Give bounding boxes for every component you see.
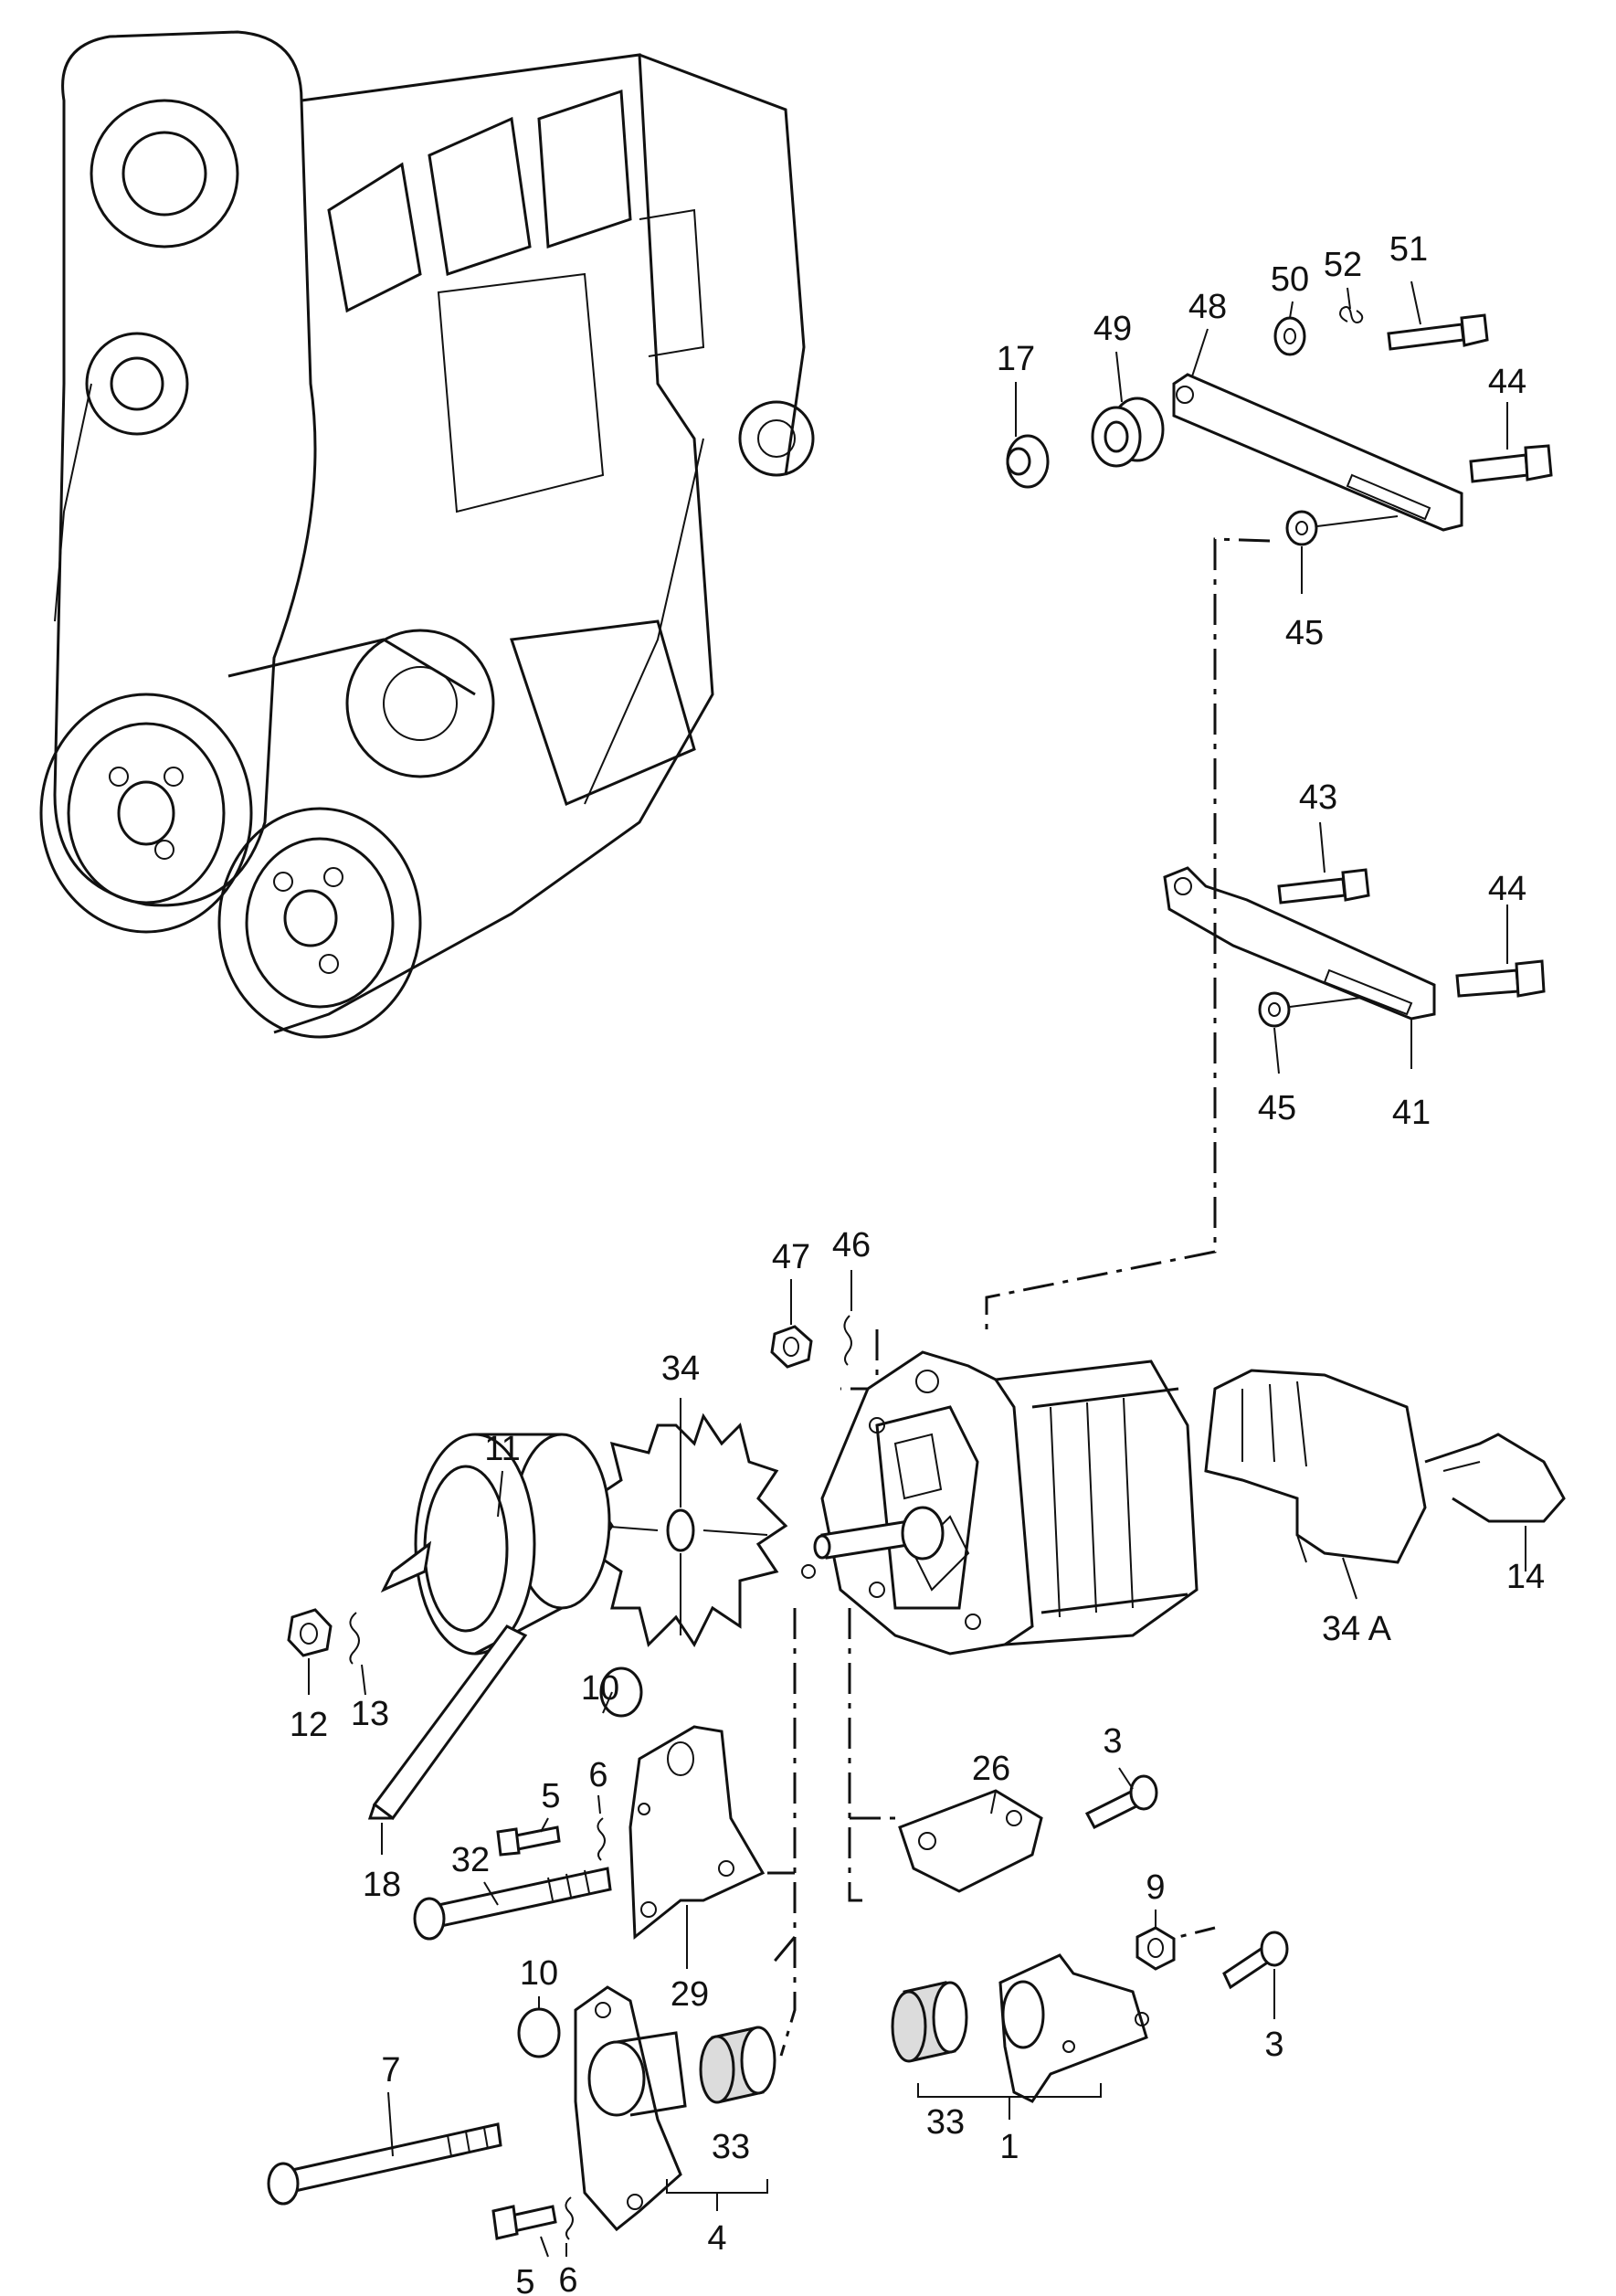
callout-17: 17 xyxy=(997,340,1035,378)
callout-3-upper: 3 xyxy=(1103,1722,1122,1761)
callout-13: 13 xyxy=(351,1695,389,1733)
mounting-bracket-assembly-4 xyxy=(574,1985,776,2232)
callout-5-upper: 5 xyxy=(541,1777,560,1815)
callout-45-middle: 45 xyxy=(1258,1089,1296,1127)
upper-adjusting-bracket-group xyxy=(1006,306,1553,546)
callout-1: 1 xyxy=(999,2128,1019,2166)
caps-10 xyxy=(517,1666,643,2058)
callout-12: 12 xyxy=(290,1706,328,1744)
callout-6-lower: 6 xyxy=(558,2261,577,2296)
bolt-5-washer-6-upper xyxy=(496,1817,606,1861)
nut-47-washer-46 xyxy=(770,1315,852,1369)
callout-32: 32 xyxy=(451,1841,490,1879)
callout-34: 34 xyxy=(661,1349,700,1388)
callout-47: 47 xyxy=(772,1238,810,1276)
mounting-bracket-assembly-1 xyxy=(891,1926,1289,2120)
rear-cover-34a xyxy=(1204,1369,1566,1564)
callout-33-right: 33 xyxy=(926,2103,965,2142)
callout-44-upper: 44 xyxy=(1488,363,1526,401)
callout-14: 14 xyxy=(1506,1558,1545,1596)
bracket-29 xyxy=(628,1725,766,1941)
callout-7: 7 xyxy=(381,2051,400,2090)
callout-29: 29 xyxy=(671,1975,709,2014)
callout-10-lower: 10 xyxy=(520,1954,558,1993)
callout-41: 41 xyxy=(1392,1094,1431,1132)
callout-44-middle: 44 xyxy=(1488,870,1526,908)
lower-adjusting-bracket-group xyxy=(1163,866,1546,1028)
engine-block-illustration xyxy=(39,30,815,1039)
callout-18: 18 xyxy=(363,1866,401,1904)
callout-45-upper: 45 xyxy=(1285,614,1324,652)
callout-labels: 17 49 48 50 52 51 44 45 43 44 45 41 47 4… xyxy=(290,230,1545,2296)
callout-50: 50 xyxy=(1271,260,1309,299)
callout-48: 48 xyxy=(1188,288,1227,326)
callout-9: 9 xyxy=(1146,1868,1165,1907)
callout-6-upper: 6 xyxy=(588,1756,607,1794)
callout-46: 46 xyxy=(832,1226,871,1264)
callout-26: 26 xyxy=(972,1750,1010,1788)
callout-33-left: 33 xyxy=(712,2128,750,2166)
callout-10-upper: 10 xyxy=(581,1669,619,1708)
bolt-32 xyxy=(413,1867,612,1941)
nut-12-washer-13 xyxy=(287,1608,360,1665)
leader-lines xyxy=(308,280,1526,2258)
alternator xyxy=(801,1350,1199,1656)
bracket-26-bolt-3 xyxy=(898,1774,1158,1893)
callout-5-lower: 5 xyxy=(515,2263,534,2296)
callout-52: 52 xyxy=(1324,246,1362,284)
callout-43: 43 xyxy=(1299,778,1337,817)
bolt-5-washer-6-lower xyxy=(491,2196,574,2240)
fan-34 xyxy=(591,1413,788,1647)
part-14 xyxy=(1442,1461,1481,1472)
bolt-7 xyxy=(267,2122,502,2206)
pulley-and-belt xyxy=(367,1433,611,1821)
callout-34a: 34 A xyxy=(1322,1610,1392,1648)
callout-3-lower: 3 xyxy=(1264,2026,1283,2064)
callout-11: 11 xyxy=(484,1430,520,1468)
callout-4: 4 xyxy=(707,2219,726,2258)
callout-49: 49 xyxy=(1093,310,1132,348)
callout-51: 51 xyxy=(1389,230,1428,269)
